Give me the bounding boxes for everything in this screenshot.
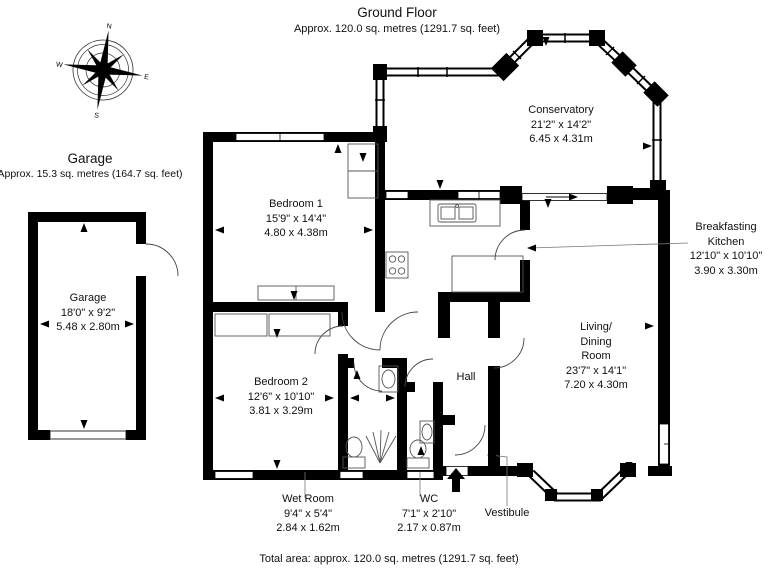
room-dims-imperial: 15'9" x 14'4" — [265, 212, 327, 225]
compass-w: W — [55, 61, 63, 69]
room-dims-imperial: 18'0" x 9'2" — [60, 306, 116, 319]
plan-title: Ground Floor Approx. 120.0 sq. metres (1… — [294, 4, 500, 36]
room-name: Living/ — [580, 321, 612, 333]
room-name: Room — [581, 350, 611, 363]
house-walls — [203, 132, 672, 480]
room-dims-metric: 3.81 x 3.29m — [249, 405, 313, 418]
compass-s: S — [94, 112, 100, 120]
leader-arrowheads — [487, 244, 536, 459]
room-dims-imperial: 9'4" x 5'4" — [283, 507, 333, 520]
room-name: Wet Room — [282, 493, 334, 505]
room-dims-imperial: 7'1" x 2'10" — [401, 507, 457, 520]
room-dims-metric: 6.45 x 4.31m — [529, 133, 593, 146]
room-label-wetroom: Wet Room 9'4" x 5'4" 2.84 x 1.62m — [276, 492, 340, 536]
entrance-arrow — [447, 468, 465, 492]
compass-e: E — [144, 74, 150, 82]
shower-icon — [365, 429, 397, 464]
room-name: Conservatory — [528, 104, 594, 116]
total-area-text: Total area: approx. 120.0 sq. metres (12… — [259, 553, 519, 565]
room-name: Vestibule — [484, 507, 530, 519]
plan-title-text: Ground Floor — [357, 5, 437, 20]
garage-heading-text: Garage — [67, 151, 113, 166]
hob-icon — [385, 251, 409, 279]
wetroom-fixtures — [342, 365, 399, 469]
room-dims-imperial: 12'10" x 10'10" — [689, 250, 763, 263]
room-label-bedroom2: Bedroom 2 12'6" x 10'10" 3.81 x 3.29m — [248, 375, 314, 419]
room-name: Bedroom 1 — [269, 198, 323, 210]
room-dims-imperial: 23'7" x 14'1" — [565, 364, 627, 377]
bay-window — [517, 463, 636, 502]
room-name: Dining — [580, 335, 612, 348]
room-dims-imperial: 12'6" x 10'10" — [247, 390, 315, 403]
room-dims-metric: 4.80 x 4.38m — [264, 227, 328, 240]
garage-section-heading: Garage Approx. 15.3 sq. metres (164.7 sq… — [0, 150, 183, 182]
room-name: Hall — [456, 371, 476, 383]
basin-icon — [378, 365, 399, 393]
room-label-conservatory: Conservatory 21'2" x 14'2" 6.45 x 4.31m — [528, 103, 593, 147]
toilet-icon — [342, 436, 366, 469]
room-label-hall: Hall — [457, 370, 476, 385]
basin-icon — [419, 420, 435, 444]
room-label-garage: Garage 18'0" x 9'2" 5.48 x 2.80m — [56, 291, 120, 335]
garage-heading-area: Approx. 15.3 sq. metres (164.7 sq. feet) — [0, 167, 183, 180]
plan-title-area: Approx. 120.0 sq. metres (1291.7 sq. fee… — [293, 22, 501, 35]
room-label-vestibule: Vestibule — [485, 506, 530, 521]
room-dims-imperial: 21'2" x 14'2" — [530, 118, 592, 131]
room-dims-metric: 5.48 x 2.80m — [56, 321, 120, 334]
room-label-living-dining: Living/ Dining Room 23'7" x 14'1" 7.20 x… — [564, 320, 628, 393]
room-name: Garage — [69, 292, 107, 304]
room-dims-metric: 3.90 x 3.30m — [694, 264, 758, 277]
kitchen-sink-icon — [437, 203, 477, 223]
kitchen-peninsula — [451, 255, 524, 293]
room-name: Bedroom 2 — [254, 376, 308, 388]
dimension-arrows — [40, 37, 654, 471]
compass-n: N — [106, 23, 112, 31]
room-label-bedroom1: Bedroom 1 15'9" x 14'4" 4.80 x 4.38m — [264, 197, 328, 241]
toilet-icon — [406, 439, 430, 469]
compass-rose: N E S W — [55, 23, 150, 120]
wc-fixtures — [406, 420, 435, 469]
door-arcs — [314, 229, 526, 456]
garage-structure — [28, 212, 179, 440]
kitchen-fixtures — [385, 199, 524, 293]
room-label-wc: WC 7'1" x 2'10" 2.17 x 0.87m — [397, 492, 461, 536]
room-name: WC — [419, 493, 439, 505]
room-name: Breakfasting — [695, 221, 757, 233]
room-dims-metric: 2.17 x 0.87m — [397, 522, 461, 535]
room-dims-metric: 7.20 x 4.30m — [564, 379, 628, 392]
room-label-kitchen: Breakfasting Kitchen 12'10" x 10'10" 3.9… — [690, 220, 763, 278]
room-dims-metric: 2.84 x 1.62m — [276, 522, 340, 535]
total-area-note: Total area: approx. 120.0 sq. metres (12… — [259, 552, 518, 567]
conservatory-glazing — [373, 30, 669, 196]
room-name: Kitchen — [707, 235, 745, 248]
